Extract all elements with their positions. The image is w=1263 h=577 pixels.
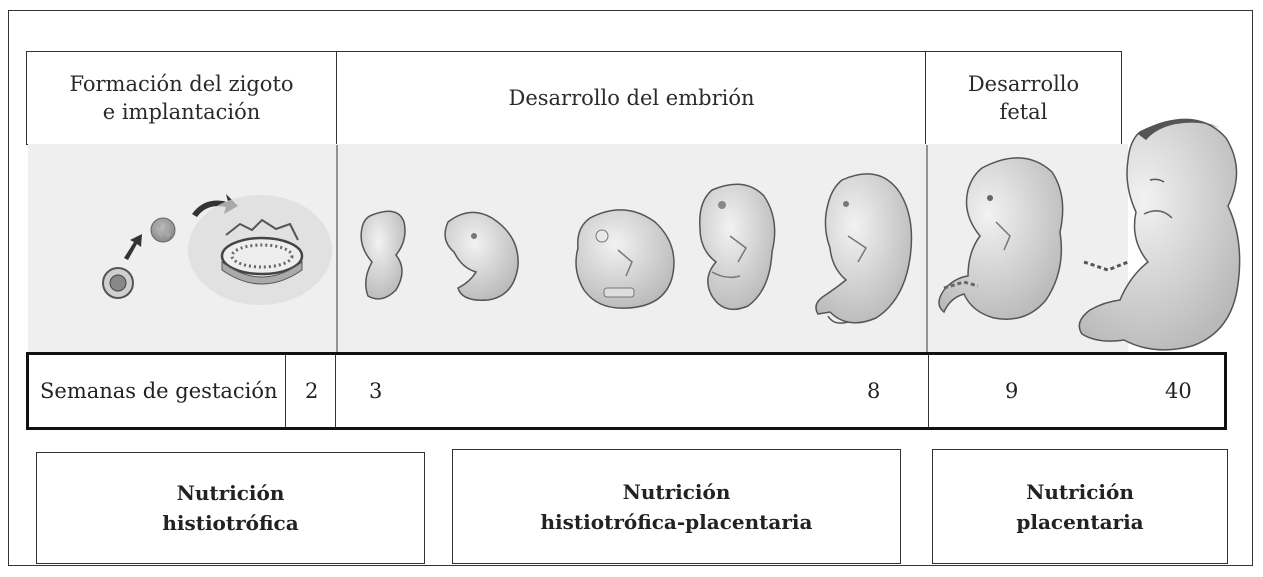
week-9: 9	[1005, 355, 1018, 427]
nutrition-histiotrophic-box: Nutrición histiotrófica	[36, 452, 425, 564]
embryo-stage-5-icon	[816, 174, 912, 323]
week-40: 40	[1165, 355, 1192, 427]
week-2: 2	[305, 355, 318, 427]
week-8: 8	[867, 355, 880, 427]
embryo-stage-3-icon	[576, 210, 674, 308]
fetus-icon	[939, 158, 1063, 319]
weeks-label: Semanas de gestación	[40, 355, 278, 427]
embryo-stage-1-icon	[361, 211, 405, 299]
gestation-weeks-row: Semanas de gestación 2 3 8 9 40	[26, 352, 1227, 430]
nutrition-placental-label: Nutrición placentaria	[1016, 477, 1143, 537]
week-3: 3	[369, 355, 382, 427]
embryo-stage-4-icon	[700, 184, 775, 309]
morula-icon	[151, 218, 175, 242]
arrow-icon	[124, 234, 142, 260]
embryo-stage-2-icon	[445, 212, 518, 300]
weeks-divider	[928, 355, 929, 427]
weeks-divider	[285, 355, 286, 427]
zygote-icon	[103, 268, 133, 298]
nutrition-mixed-label: Nutrición histiotrófica-placentaria	[541, 477, 813, 537]
nutrition-mixed-box: Nutrición histiotrófica-placentaria	[452, 449, 901, 564]
nutrition-histiotrophic-label: Nutrición histiotrófica	[162, 478, 298, 538]
implantation-icon	[188, 195, 332, 305]
weeks-divider	[335, 355, 336, 427]
newborn-icon	[1079, 119, 1239, 350]
nutrition-placental-box: Nutrición placentaria	[932, 449, 1228, 564]
